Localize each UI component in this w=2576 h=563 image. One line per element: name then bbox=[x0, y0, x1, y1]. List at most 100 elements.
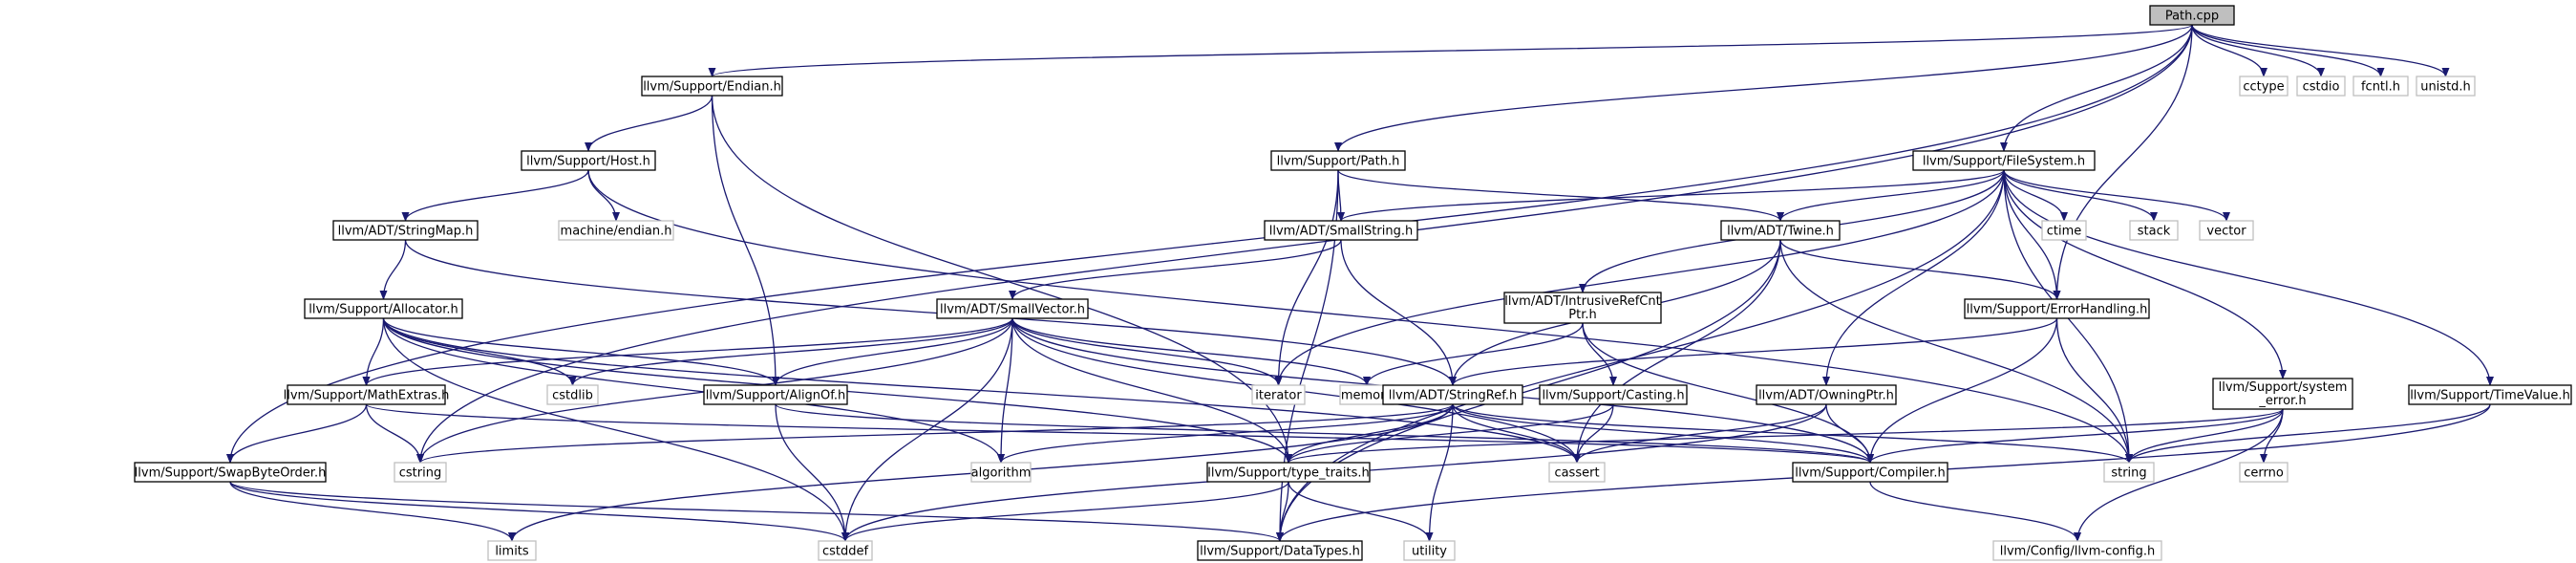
node-box bbox=[1964, 298, 2150, 319]
node-box bbox=[703, 384, 848, 405]
node-label: llvm/Support/Endian.h bbox=[643, 80, 781, 95]
node-smallvector-h[interactable]: llvm/ADT/SmallVector.h bbox=[936, 298, 1089, 319]
edge-filesystem_h-to-errorhandling_h bbox=[2003, 169, 2061, 300]
node-label: llvm/ADT/SmallString.h bbox=[1269, 225, 1413, 239]
node-box bbox=[2149, 5, 2235, 26]
node-box bbox=[1912, 150, 2096, 171]
edge-stringref_h-to-compiler_h bbox=[1452, 403, 1874, 464]
node-label: Ptr.h bbox=[1568, 308, 1596, 322]
edge-errorhandling_h-to-string bbox=[2055, 317, 2133, 464]
node-allocator-h[interactable]: llvm/Support/Allocator.h bbox=[304, 298, 463, 319]
node-box bbox=[1720, 220, 1841, 241]
node-label: llvm/ADT/Twine.h bbox=[1727, 225, 1834, 239]
node-system-error-h[interactable]: llvm/Support/system_error.h bbox=[2212, 378, 2353, 410]
edge-smallstring_h-to-stringref_h bbox=[1340, 239, 1457, 386]
node-casting-h[interactable]: llvm/Support/Casting.h bbox=[1539, 384, 1688, 405]
edge-errorhandling_h-to-stringref_h bbox=[1449, 317, 2058, 386]
node-filesystem-h[interactable]: llvm/Support/FileSystem.h bbox=[1912, 150, 2096, 171]
edge-intrusiverefcntptr_h-to-casting_h bbox=[1582, 322, 1617, 386]
edge-endian_h-to-host_h bbox=[585, 95, 713, 152]
node-errorhandling-h[interactable]: llvm/Support/ErrorHandling.h bbox=[1964, 298, 2150, 319]
node-box bbox=[332, 220, 479, 241]
node-type-traits-h[interactable]: llvm/Support/type_traits.h bbox=[1206, 462, 1371, 483]
node-timevalue-h[interactable]: llvm/Support/TimeValue.h bbox=[2408, 384, 2572, 405]
edge-filesystem_h-to-smallstring_h bbox=[1337, 169, 2005, 222]
node-label: llvm/ADT/StringMap.h bbox=[338, 225, 474, 239]
edge-path_cpp-to-unistd_h bbox=[2191, 24, 2450, 77]
edge-owningptr_h-to-cassert bbox=[1573, 403, 1827, 464]
node-cassert: cassert bbox=[1548, 462, 1606, 483]
edge-alignof_h-to-cstddef bbox=[775, 403, 849, 542]
edge-path_cpp-to-filesystem_h bbox=[2000, 24, 2193, 152]
node-box bbox=[394, 462, 447, 483]
node-label: machine/endian.h bbox=[561, 225, 672, 239]
node-endian-h[interactable]: llvm/Support/Endian.h bbox=[641, 76, 783, 97]
node-box bbox=[2352, 76, 2409, 97]
node-support-path-h[interactable]: llvm/Support/Path.h bbox=[1270, 150, 1406, 171]
node-host-h[interactable]: llvm/Support/Host.h bbox=[521, 150, 656, 171]
node-box bbox=[1992, 540, 2162, 561]
edge-timevalue_h-to-string bbox=[2125, 403, 2491, 464]
node-label: llvm/Support/FileSystem.h bbox=[1923, 155, 2085, 169]
node-ctime: ctime bbox=[2041, 220, 2087, 241]
node-cstdlib: cstdlib bbox=[546, 384, 599, 405]
node-box bbox=[818, 540, 873, 561]
edge-support_path_h-to-twine_h bbox=[1337, 169, 1784, 222]
node-label: llvm/Support/SwapByteOrder.h bbox=[135, 466, 327, 481]
node-iterator: iterator bbox=[1251, 384, 1306, 405]
node-swapbyteorder-h[interactable]: llvm/Support/SwapByteOrder.h bbox=[134, 462, 327, 483]
node-box bbox=[287, 384, 446, 405]
edge-host_h-to-stringmap_h bbox=[401, 169, 589, 222]
node-machine-endian-h: machine/endian.h bbox=[558, 220, 674, 241]
node-datatypes-h[interactable]: llvm/Support/DataTypes.h bbox=[1197, 540, 1363, 561]
node-stringmap-h[interactable]: llvm/ADT/StringMap.h bbox=[332, 220, 479, 241]
edge-path_cpp-to-cstdio bbox=[2191, 24, 2325, 77]
node-box bbox=[304, 298, 463, 319]
node-label: llvm/Support/Allocator.h bbox=[309, 303, 458, 317]
node-label: llvm/Support/system bbox=[2219, 380, 2348, 395]
node-twine-h[interactable]: llvm/ADT/Twine.h bbox=[1720, 220, 1841, 241]
node-utility: utility bbox=[1403, 540, 1456, 561]
edge-path_cpp-to-cstring bbox=[416, 24, 2193, 464]
node-owningptr-h[interactable]: llvm/ADT/OwningPtr.h bbox=[1756, 384, 1897, 405]
edge-swapbyteorder_h-to-cstddef bbox=[229, 481, 849, 542]
node-label: llvm/Support/MathExtras.h bbox=[284, 389, 450, 403]
node-box bbox=[2199, 220, 2254, 241]
node-box bbox=[546, 384, 599, 405]
node-box bbox=[2239, 76, 2289, 97]
edge-swapbyteorder_h-to-datatypes_h bbox=[229, 481, 1284, 542]
edge-intrusiverefcntptr_h-to-memory bbox=[1363, 322, 1584, 386]
edge-smallvector_h-to-algorithm bbox=[997, 317, 1013, 464]
node-smallstring-h[interactable]: llvm/ADT/SmallString.h bbox=[1264, 220, 1418, 241]
node-box bbox=[2408, 384, 2572, 405]
node-label: llvm/ADT/StringRef.h bbox=[1389, 389, 1517, 403]
node-stringref-h[interactable]: llvm/ADT/StringRef.h bbox=[1382, 384, 1523, 405]
edge-smallvector_h-to-mathextras_h bbox=[362, 317, 1013, 386]
node-box bbox=[1270, 150, 1406, 171]
node-label: memory bbox=[1341, 389, 1394, 403]
node-box bbox=[2239, 462, 2289, 483]
node-cstddef: cstddef bbox=[818, 540, 873, 561]
edge-endian_h-to-alignof_h bbox=[711, 95, 779, 386]
edge-stringref_h-to-utility bbox=[1425, 403, 1454, 542]
node-label: algorithm bbox=[971, 466, 1032, 481]
edge-filesystem_h-to-stack bbox=[2003, 169, 2158, 222]
edge-filesystem_h-to-ctime bbox=[2003, 169, 2068, 222]
node-box bbox=[134, 462, 327, 483]
edge-errorhandling_h-to-compiler_h bbox=[1866, 317, 2058, 464]
node-label: cctype bbox=[2243, 80, 2284, 95]
node-alignof-h[interactable]: llvm/Support/AlignOf.h bbox=[703, 384, 848, 405]
node-algorithm: algorithm bbox=[970, 462, 1032, 483]
edge-path_cpp-to-swapbyteorder_h bbox=[226, 24, 2193, 464]
edge-support_path_h-to-iterator bbox=[1274, 169, 1339, 386]
node-compiler-h[interactable]: llvm/Support/Compiler.h bbox=[1792, 462, 1948, 483]
node-label: cstddef bbox=[822, 545, 869, 559]
node-label: cstdio bbox=[2303, 80, 2340, 95]
node-mathextras-h[interactable]: llvm/Support/MathExtras.h bbox=[284, 384, 450, 405]
edge-type_traits_h-to-utility bbox=[1288, 481, 1434, 542]
edge-filesystem_h-to-timevalue_h bbox=[2003, 169, 2494, 386]
edge-smallvector_h-to-alignof_h bbox=[772, 317, 1013, 386]
